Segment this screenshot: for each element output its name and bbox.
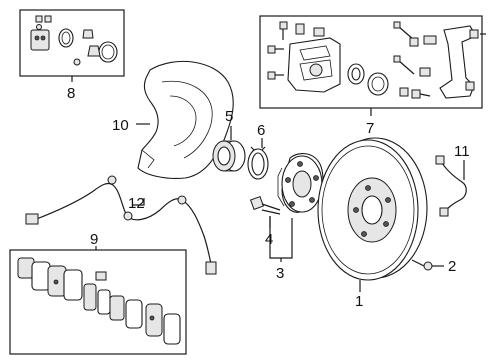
pad-kit-frame [9,249,187,355]
brake-rotor [317,137,428,281]
callout-9: 9 [90,231,98,248]
boot-kit-icon [30,29,50,51]
callout-6: 6 [257,122,265,139]
pad-wear-sensor [435,155,467,217]
caliper-bracket [439,25,479,99]
sensor-connector [25,213,39,225]
piston-seal-icon [367,72,389,96]
brake-pad-icons [17,257,181,345]
slide-pin-icons [393,21,437,99]
snap-ring [247,146,269,180]
callout-11: 11 [454,143,470,160]
callout-12: 12 [128,195,145,212]
callout-7: 7 [366,120,374,137]
caliper-bolt-icon [267,21,288,80]
seal-kit-box [19,9,125,77]
small-bolt-icons [35,15,52,30]
wheel-bearing [212,140,246,172]
pin-boot-icon [82,29,101,57]
small-washer-icon [73,58,81,66]
splash-shield [137,60,234,179]
callout-1: 1 [355,293,363,310]
callout-10: 10 [112,117,129,134]
o-ring-icon [58,28,74,48]
callout-2: 2 [448,258,456,275]
leader-12 [132,198,145,206]
abs-sensor-harness [25,175,217,275]
callout-5: 5 [225,108,233,125]
sensor-head [205,261,217,275]
hub-bolt [249,195,281,215]
wheel-hub [277,152,324,213]
brake-pad-kit-box [9,249,187,355]
caliper-body [287,23,341,93]
callout-4: 4 [265,231,273,248]
callout-3: 3 [276,265,284,282]
caliper-kit-box [259,15,486,109]
callout-8: 8 [67,85,75,102]
rotor-screw [411,259,433,271]
